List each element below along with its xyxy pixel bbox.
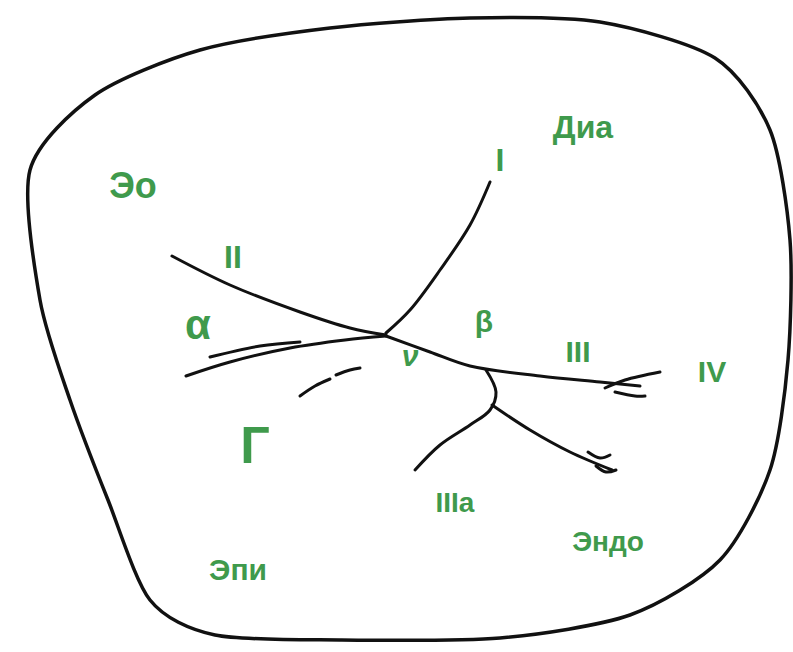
region-label: IIIa — [436, 489, 475, 517]
region-label: I — [496, 144, 505, 176]
branch-line — [588, 452, 610, 458]
branch-line — [615, 392, 645, 396]
branch-line — [492, 405, 612, 470]
branch-line — [336, 368, 360, 375]
region-label: Диа — [553, 111, 613, 143]
branch-line — [386, 182, 490, 333]
branch-line — [210, 342, 300, 357]
branch-line — [386, 336, 640, 386]
region-label: ν — [402, 341, 419, 371]
region-label: Эндо — [572, 528, 644, 556]
branch-line — [415, 370, 496, 470]
region-label: Эо — [109, 168, 157, 204]
branch-line — [186, 336, 386, 376]
region-label: Г — [240, 419, 269, 471]
branch-line — [300, 379, 330, 396]
region-label: Эпи — [209, 555, 267, 585]
region-label: III — [565, 337, 590, 367]
region-label: IV — [698, 357, 726, 387]
region-label: α — [185, 304, 211, 346]
region-label: β — [475, 307, 493, 337]
section-outline — [28, 17, 791, 640]
branch-line — [605, 372, 660, 388]
region-label: II — [224, 241, 242, 273]
branch-line — [596, 466, 616, 472]
